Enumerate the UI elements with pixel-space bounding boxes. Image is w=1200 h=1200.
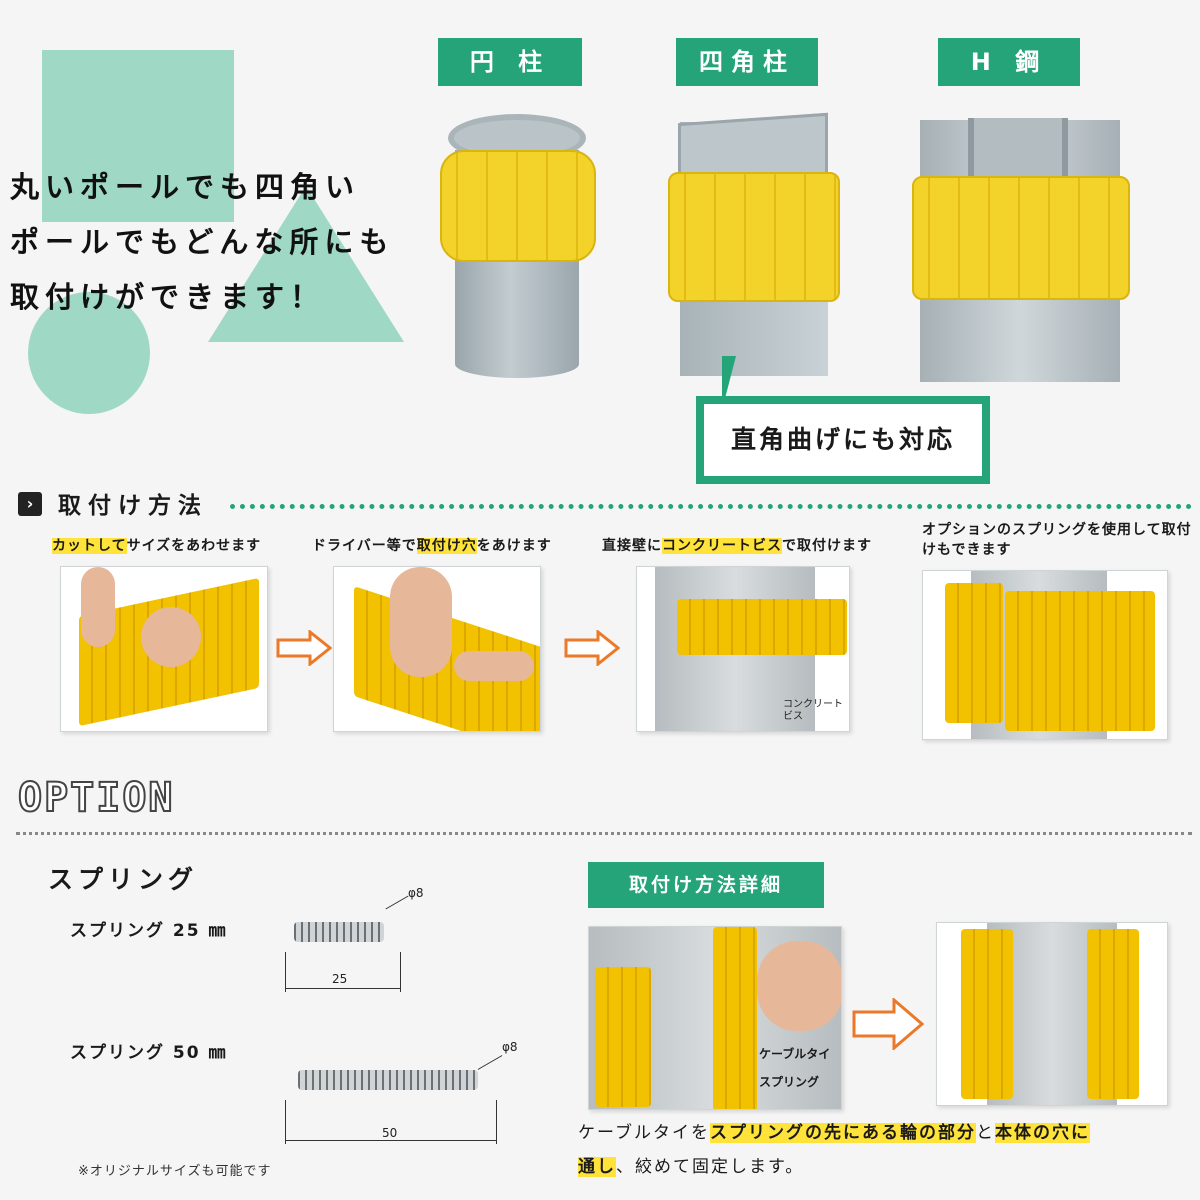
spring-25-label: スプリング 25 ㎜ <box>70 921 228 941</box>
spring-label: スプリング <box>759 1075 820 1089</box>
detail-photo-1: ケーブルタイ スプリング <box>588 926 842 1110</box>
section-title-install: 取付け方法 <box>58 493 208 519</box>
decorative-triangle <box>208 186 404 342</box>
arrow-right-icon <box>852 998 924 1050</box>
hero-headline: 丸いポールでも四角い ポールでもどんな所にも 取付けができます！ <box>10 160 430 325</box>
concrete-screw-label: コンクリートビス <box>783 699 843 722</box>
dimension-tick <box>285 952 286 992</box>
cushion-left <box>595 967 651 1107</box>
detail-title: 取付け方法詳細 <box>588 862 824 908</box>
decorative-square <box>42 50 234 222</box>
arrow-right-icon <box>564 630 620 666</box>
cushion-left <box>945 583 1003 723</box>
spring-title: スプリング <box>48 865 199 894</box>
hero-line-3: 取付けができます！ <box>10 280 326 314</box>
step-4-caption: オプションのスプリングを使用して取付けもできます <box>922 522 1192 558</box>
cushion-band-round <box>440 150 596 262</box>
hand <box>757 941 841 1031</box>
spring-25-image <box>294 922 384 942</box>
option-title: OPTION <box>17 774 175 822</box>
tag-h-beam: H 鋼 <box>938 38 1080 86</box>
spring-50-diameter: φ8 <box>502 1040 518 1054</box>
leader-line <box>385 895 409 910</box>
cushion-band-h-beam <box>912 176 1130 300</box>
hero-line-1: 丸いポールでも四角い <box>10 170 361 204</box>
cushion-right <box>1005 591 1155 731</box>
spring-50-label: スプリング 50 ㎜ <box>70 1043 228 1063</box>
cushion-left <box>961 929 1013 1099</box>
cushion-right <box>1087 929 1139 1099</box>
step-2-caption: ドライバー等で取付け穴をあけます <box>312 538 552 554</box>
spring-25-length: 25 <box>332 972 348 986</box>
spring-25-diameter: φ8 <box>408 886 424 900</box>
leader-line <box>477 1055 503 1070</box>
hand-with-driver <box>390 567 452 677</box>
hero-line-2: ポールでもどんな所にも <box>10 225 395 259</box>
cable-tie-label: ケーブルタイ <box>759 1047 831 1061</box>
step-4-photo <box>922 570 1168 740</box>
tag-square-pole: 四角柱 <box>676 38 818 86</box>
dotted-divider <box>230 504 1192 509</box>
step-1-photo <box>60 566 268 732</box>
dimension-line <box>285 1140 496 1141</box>
step-3-photo: コンクリートビス <box>636 566 850 732</box>
tag-round-pole: 円 柱 <box>438 38 582 86</box>
step-2-photo <box>333 566 541 732</box>
hand-with-cutter <box>81 567 115 647</box>
dimension-tick <box>285 1100 286 1144</box>
dimension-tick <box>496 1100 497 1144</box>
spring-50-image <box>298 1070 478 1090</box>
hand-holding-mat <box>141 607 201 667</box>
decorative-circle <box>28 292 150 414</box>
cushion-mat <box>677 599 847 655</box>
step-1-caption: カットしてサイズをあわせます <box>52 538 262 554</box>
detail-photo-2 <box>936 922 1168 1106</box>
dimension-line <box>285 988 400 989</box>
detail-description: ケーブルタイをスプリングの先にある輪の部分と本体の穴に通し、絞めて固定します。 <box>578 1123 1090 1177</box>
cushion-right <box>713 927 757 1109</box>
arrow-right-icon <box>276 630 332 666</box>
right-angle-callout: 直角曲げにも対応 <box>696 396 990 484</box>
original-size-note: ※オリジナルサイズも可能です <box>78 1164 272 1179</box>
step-3-caption: 直接壁にコンクリートビスで取付けます <box>602 538 872 554</box>
dotted-divider-gray <box>16 832 1192 835</box>
spring-50-length: 50 <box>382 1126 398 1140</box>
hand-holding-mat <box>454 651 534 681</box>
dimension-tick <box>400 952 401 992</box>
cushion-band-square <box>668 172 840 302</box>
chevron-right-icon: › <box>18 492 42 516</box>
